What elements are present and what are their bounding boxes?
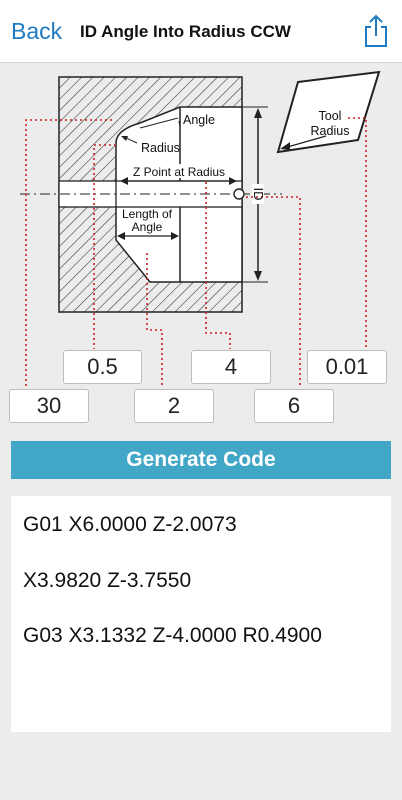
- angle-label: Angle: [183, 113, 215, 127]
- tool-insert: [276, 70, 381, 154]
- angle-input[interactable]: 30: [9, 389, 89, 423]
- tool-label-line1: Tool: [319, 109, 342, 123]
- top-bar: Back ID Angle Into Radius CCW: [0, 0, 402, 63]
- id-label: ID: [251, 188, 266, 201]
- radius-label: Radius: [141, 141, 180, 155]
- id-dimension: [242, 106, 268, 283]
- share-icon[interactable]: [362, 14, 390, 48]
- code-line-2: X3.9820 Z-3.7550: [23, 569, 192, 592]
- z-point-input[interactable]: 4: [191, 350, 271, 384]
- code-output: G01 X6.0000 Z-2.0073 X3.9820 Z-3.7550 G0…: [11, 496, 391, 732]
- length-label-line1: Length of: [122, 207, 173, 221]
- back-button[interactable]: Back: [11, 18, 63, 44]
- id-input[interactable]: 6: [254, 389, 334, 423]
- generate-code-button[interactable]: Generate Code: [11, 441, 391, 479]
- code-line-1: G01 X6.0000 Z-2.0073: [23, 513, 237, 536]
- tool-radius-input[interactable]: 0.01: [307, 350, 387, 384]
- length-input[interactable]: 2: [134, 389, 214, 423]
- toolpath-diagram: Angle Radius Z Point at Radius Length of…: [0, 62, 402, 440]
- code-line-3: G03 X3.1332 Z-4.0000 R0.4900: [23, 624, 322, 647]
- tool-label-line2: Radius: [311, 124, 350, 138]
- page-title: ID Angle Into Radius CCW: [80, 22, 291, 41]
- radius-input[interactable]: 0.5: [63, 350, 142, 384]
- length-label-line2: Angle: [132, 220, 163, 234]
- z-point-label: Z Point at Radius: [133, 165, 225, 179]
